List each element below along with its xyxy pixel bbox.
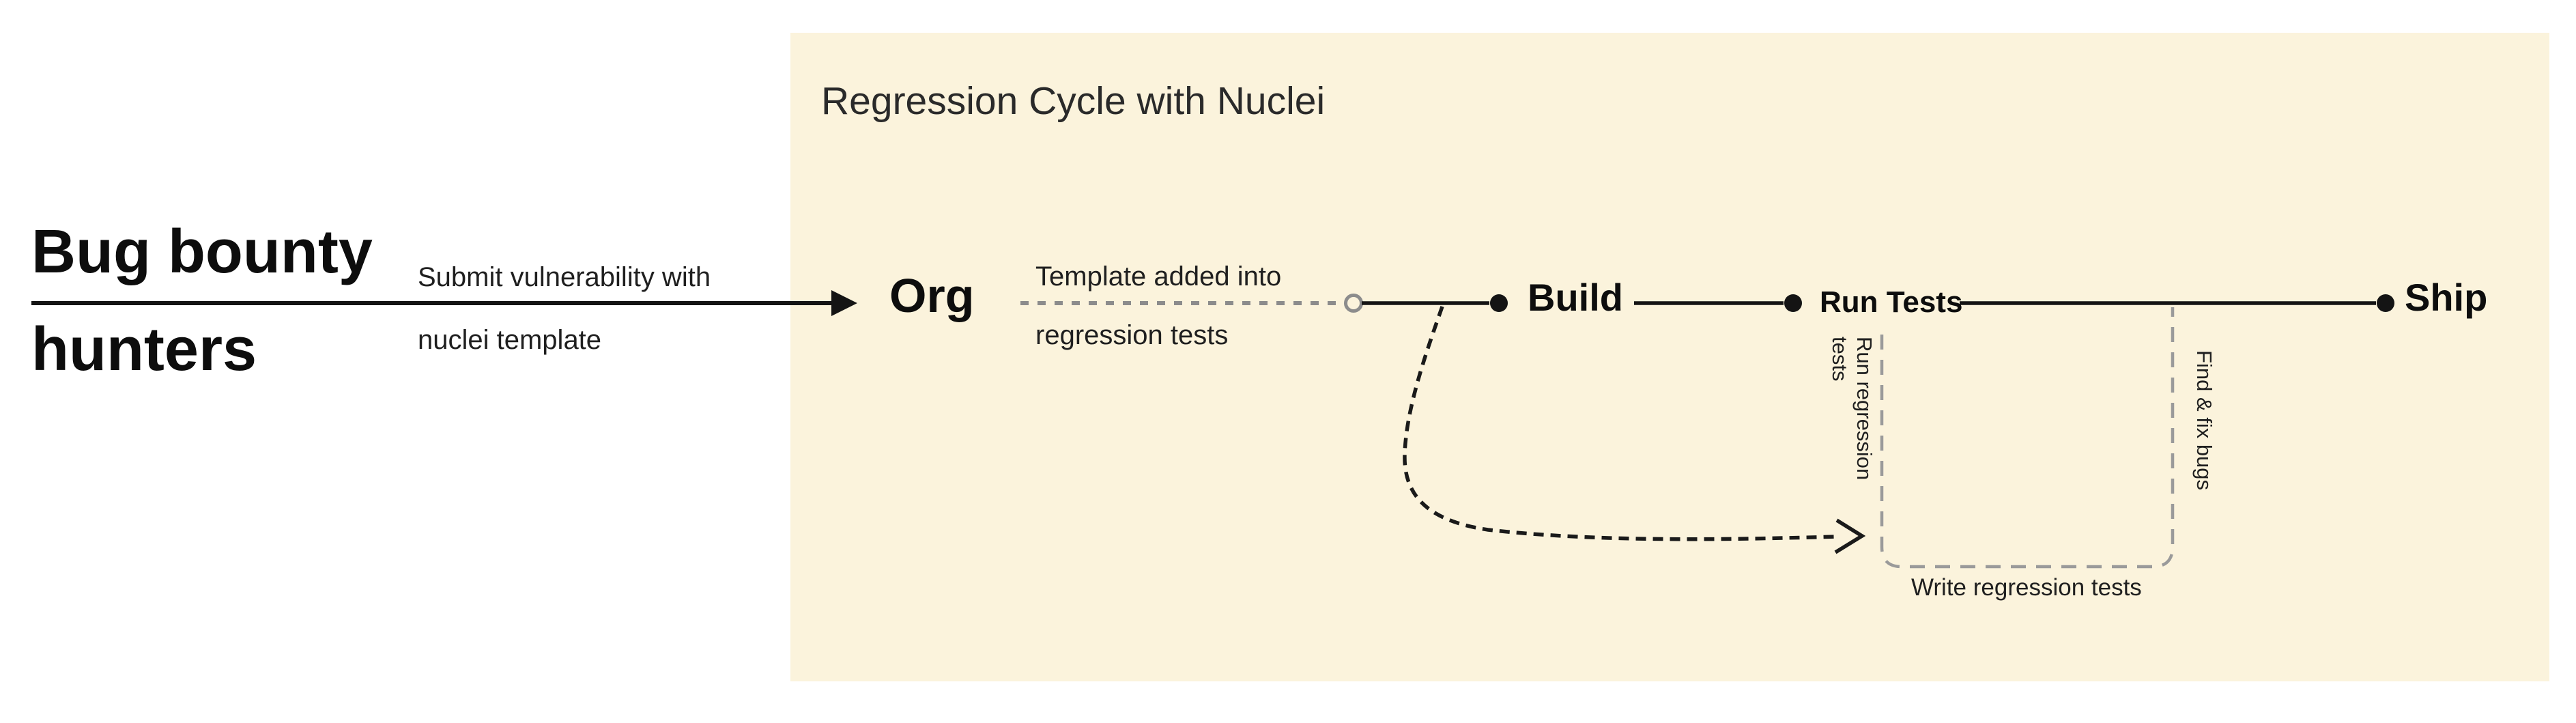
merge-open-circle-icon (1344, 294, 1363, 313)
write-regression-tests-label: Write regression tests (1911, 574, 2142, 601)
feedback-arrowhead-icon (1834, 518, 1866, 554)
regression-cycle-panel (790, 33, 2549, 681)
actor-title-line2: hunters (31, 315, 257, 384)
build-node-dot-icon (1490, 294, 1508, 312)
find-fix-bugs-vertical-label: Find & fix bugs (2192, 350, 2216, 491)
run-regression-tests-line1: Run regression (1852, 337, 1876, 481)
submit-arrow-label-line1: Submit vulnerability with (418, 262, 711, 292)
actor-title-line1: Bug bounty (31, 218, 373, 286)
panel-title: Regression Cycle with Nuclei (821, 79, 1326, 123)
regression-loop-dashed-path (1880, 307, 2175, 569)
ship-node-dot-icon (2377, 294, 2394, 312)
run-tests-node-dot-icon (1784, 294, 1802, 312)
org-node-label: Org (889, 269, 975, 322)
stage-label-ship: Ship (2405, 276, 2488, 319)
stage-label-build: Build (1528, 276, 1623, 319)
run-regression-tests-vertical-label: Run regression tests (1827, 337, 1876, 507)
template-label-line2: regression tests (1035, 320, 1229, 350)
template-label-line1: Template added into (1035, 261, 1282, 292)
submit-arrow-label-line2: nuclei template (418, 325, 602, 355)
build-feedback-dashed-curve (1403, 306, 1838, 541)
submit-arrowhead-icon (831, 290, 857, 316)
stage-label-run-tests: Run Tests (1820, 285, 1963, 319)
run-regression-tests-line2: tests (1828, 337, 1852, 382)
